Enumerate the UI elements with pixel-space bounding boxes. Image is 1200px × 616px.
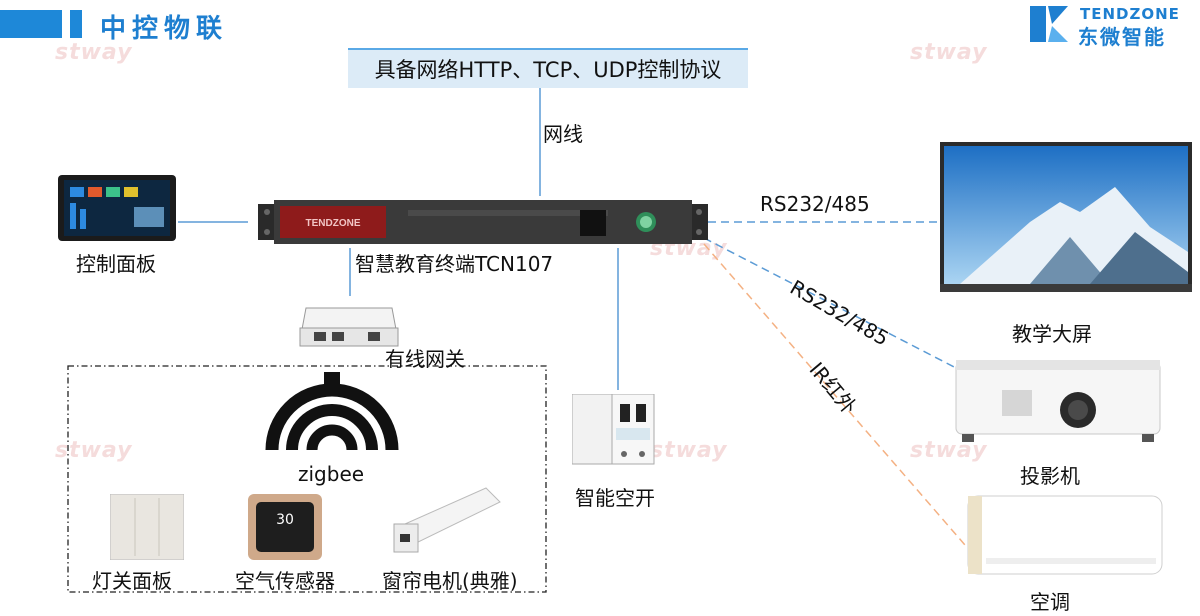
header-accent-bar-small (70, 10, 82, 38)
watermark: stway (910, 438, 988, 463)
projector-label: 投影机 (1020, 464, 1080, 488)
curtain-motor-icon (393, 487, 501, 553)
display-label: 教学大屏 (1012, 322, 1092, 346)
air-sensor-reading: 30 (276, 512, 294, 528)
network-cable-label: 网线 (543, 122, 583, 146)
protocol-banner: 具备网络HTTP、TCP、UDP控制协议 (348, 48, 748, 88)
control-panel-label: 控制面板 (76, 252, 156, 276)
smart-breaker-icon (572, 394, 655, 465)
light-switch-panel-icon (110, 494, 184, 560)
tendzone-logo-icon (1030, 6, 1068, 42)
breaker-label: 智能空开 (575, 486, 655, 510)
ac-label: 空调 (1030, 590, 1070, 614)
watermark: stway (650, 438, 728, 463)
logo-name-en: TENDZONE (1080, 5, 1180, 23)
curtain-motor-label: 窗帘电机(典雅) (382, 569, 518, 593)
watermark: stway (55, 40, 133, 65)
control-panel-icon (58, 175, 176, 241)
page-title: 中控物联 (100, 14, 229, 44)
logo-name-cn: 东微智能 (1078, 25, 1166, 49)
header-accent-bar (0, 10, 62, 38)
gateway-label: 有线网关 (385, 347, 465, 371)
terminal-device-icon: TENDZONE (258, 200, 708, 244)
zigbee-label: zigbee (298, 462, 365, 486)
terminal-brand-text: TENDZONE (306, 218, 361, 229)
terminal-label: 智慧教育终端TCN107 (355, 252, 554, 276)
ir-line (703, 243, 966, 546)
watermark: stway (910, 40, 988, 65)
teaching-display-icon (940, 142, 1192, 292)
air-conditioner-icon (967, 495, 1163, 575)
rs232-projector-line (703, 237, 961, 371)
zigbee-group-box (67, 365, 547, 593)
projector-icon (955, 360, 1161, 442)
air-sensor-icon (248, 494, 322, 560)
air-sensor-label: 空气传感器 (235, 569, 335, 593)
light-panel-label: 灯关面板 (92, 569, 172, 593)
rs232-display-label: RS232/485 (760, 192, 870, 216)
gateway-icon (299, 307, 399, 347)
zigbee-wireless-icon (265, 372, 399, 451)
